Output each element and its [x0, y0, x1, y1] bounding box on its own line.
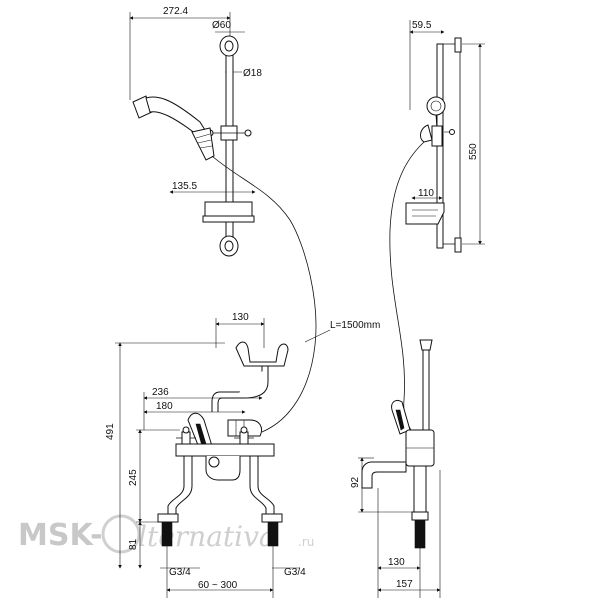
dim-rail-diameter: Ø18 — [243, 68, 262, 79]
dim-wall-offset: 59.5 — [412, 20, 432, 31]
mixer-body — [175, 443, 275, 457]
dim-shower-arm-reach: 272.4 — [163, 6, 188, 17]
soap-dish-side — [405, 202, 445, 225]
bath-mixer-front-view: 130 491 236 180 — [105, 312, 306, 598]
watermark-tld: .ru — [298, 535, 314, 549]
dim-rail-length: 550 — [468, 143, 479, 160]
dim-centers-range: 60 ~ 300 — [198, 580, 238, 591]
left-tail — [161, 521, 173, 547]
dim-bracket-diameter: Ø60 — [212, 20, 231, 31]
dim-spout-projection: 130 — [388, 557, 405, 568]
dim-handle-span: 236 — [152, 387, 169, 398]
left-leg — [167, 455, 193, 515]
label-inlet-thread-left: G3/4 — [169, 567, 191, 578]
dim-overall-depth: 157 — [396, 579, 413, 590]
hand-shower-side — [420, 96, 455, 147]
dim-leg-height: 245 — [128, 469, 139, 486]
dim-cradle-width: 130 — [232, 312, 249, 323]
dim-soap-dish-width: 135.5 — [172, 181, 197, 192]
side-tail — [414, 519, 426, 549]
dim-tail-height: 81 — [128, 538, 139, 550]
soap-dish-front: 135.5 — [169, 181, 256, 223]
dim-overall-height: 491 — [105, 423, 116, 440]
shower-rail-side-view: 59.5 550 110 — [389, 20, 485, 445]
right-leg — [249, 455, 275, 515]
dim-spout-height: 92 — [350, 476, 361, 488]
shower-hose — [211, 155, 317, 433]
watermark-brand-right: lternativa — [138, 520, 276, 553]
right-cross-handle — [234, 426, 254, 445]
right-tail — [267, 521, 279, 547]
dim-hose-length: L=1500mm — [330, 320, 380, 331]
left-cross-handle — [176, 426, 196, 445]
dim-body-width: 180 — [156, 401, 173, 412]
watermark: MSK- lternativa .ru — [18, 514, 314, 554]
handset-cradle — [211, 341, 289, 412]
shower-rail-front-view: 272.4 Ø60 Ø18 135.5 — [129, 6, 317, 433]
label-inlet-thread-right: G3/4 — [284, 567, 306, 578]
dim-soap-dish-depth: 110 — [418, 188, 434, 199]
watermark-brand-left: MSK- — [18, 518, 103, 553]
bath-mixer-side-view: 92 130 157 — [350, 339, 441, 598]
hand-shower-front — [132, 95, 215, 161]
bath-spout-side — [361, 461, 407, 489]
